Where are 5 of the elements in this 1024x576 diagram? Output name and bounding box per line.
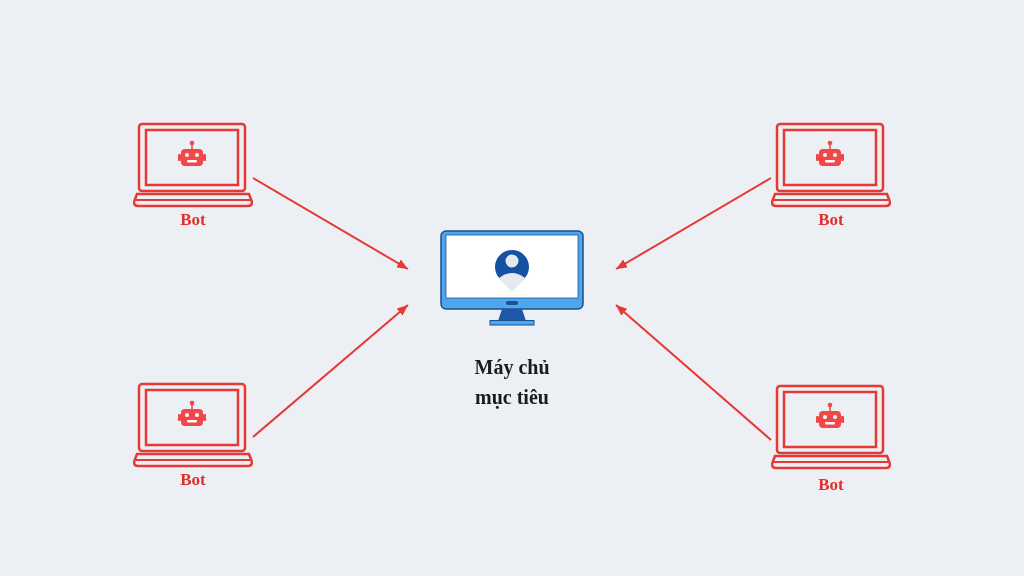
node-label: Bot [818, 209, 844, 231]
node-label: Bot [180, 469, 206, 491]
node-label: Máy chủ mục tiêu [473, 355, 551, 411]
node-label: Bot [818, 474, 844, 496]
node-label: Bot [180, 209, 206, 231]
